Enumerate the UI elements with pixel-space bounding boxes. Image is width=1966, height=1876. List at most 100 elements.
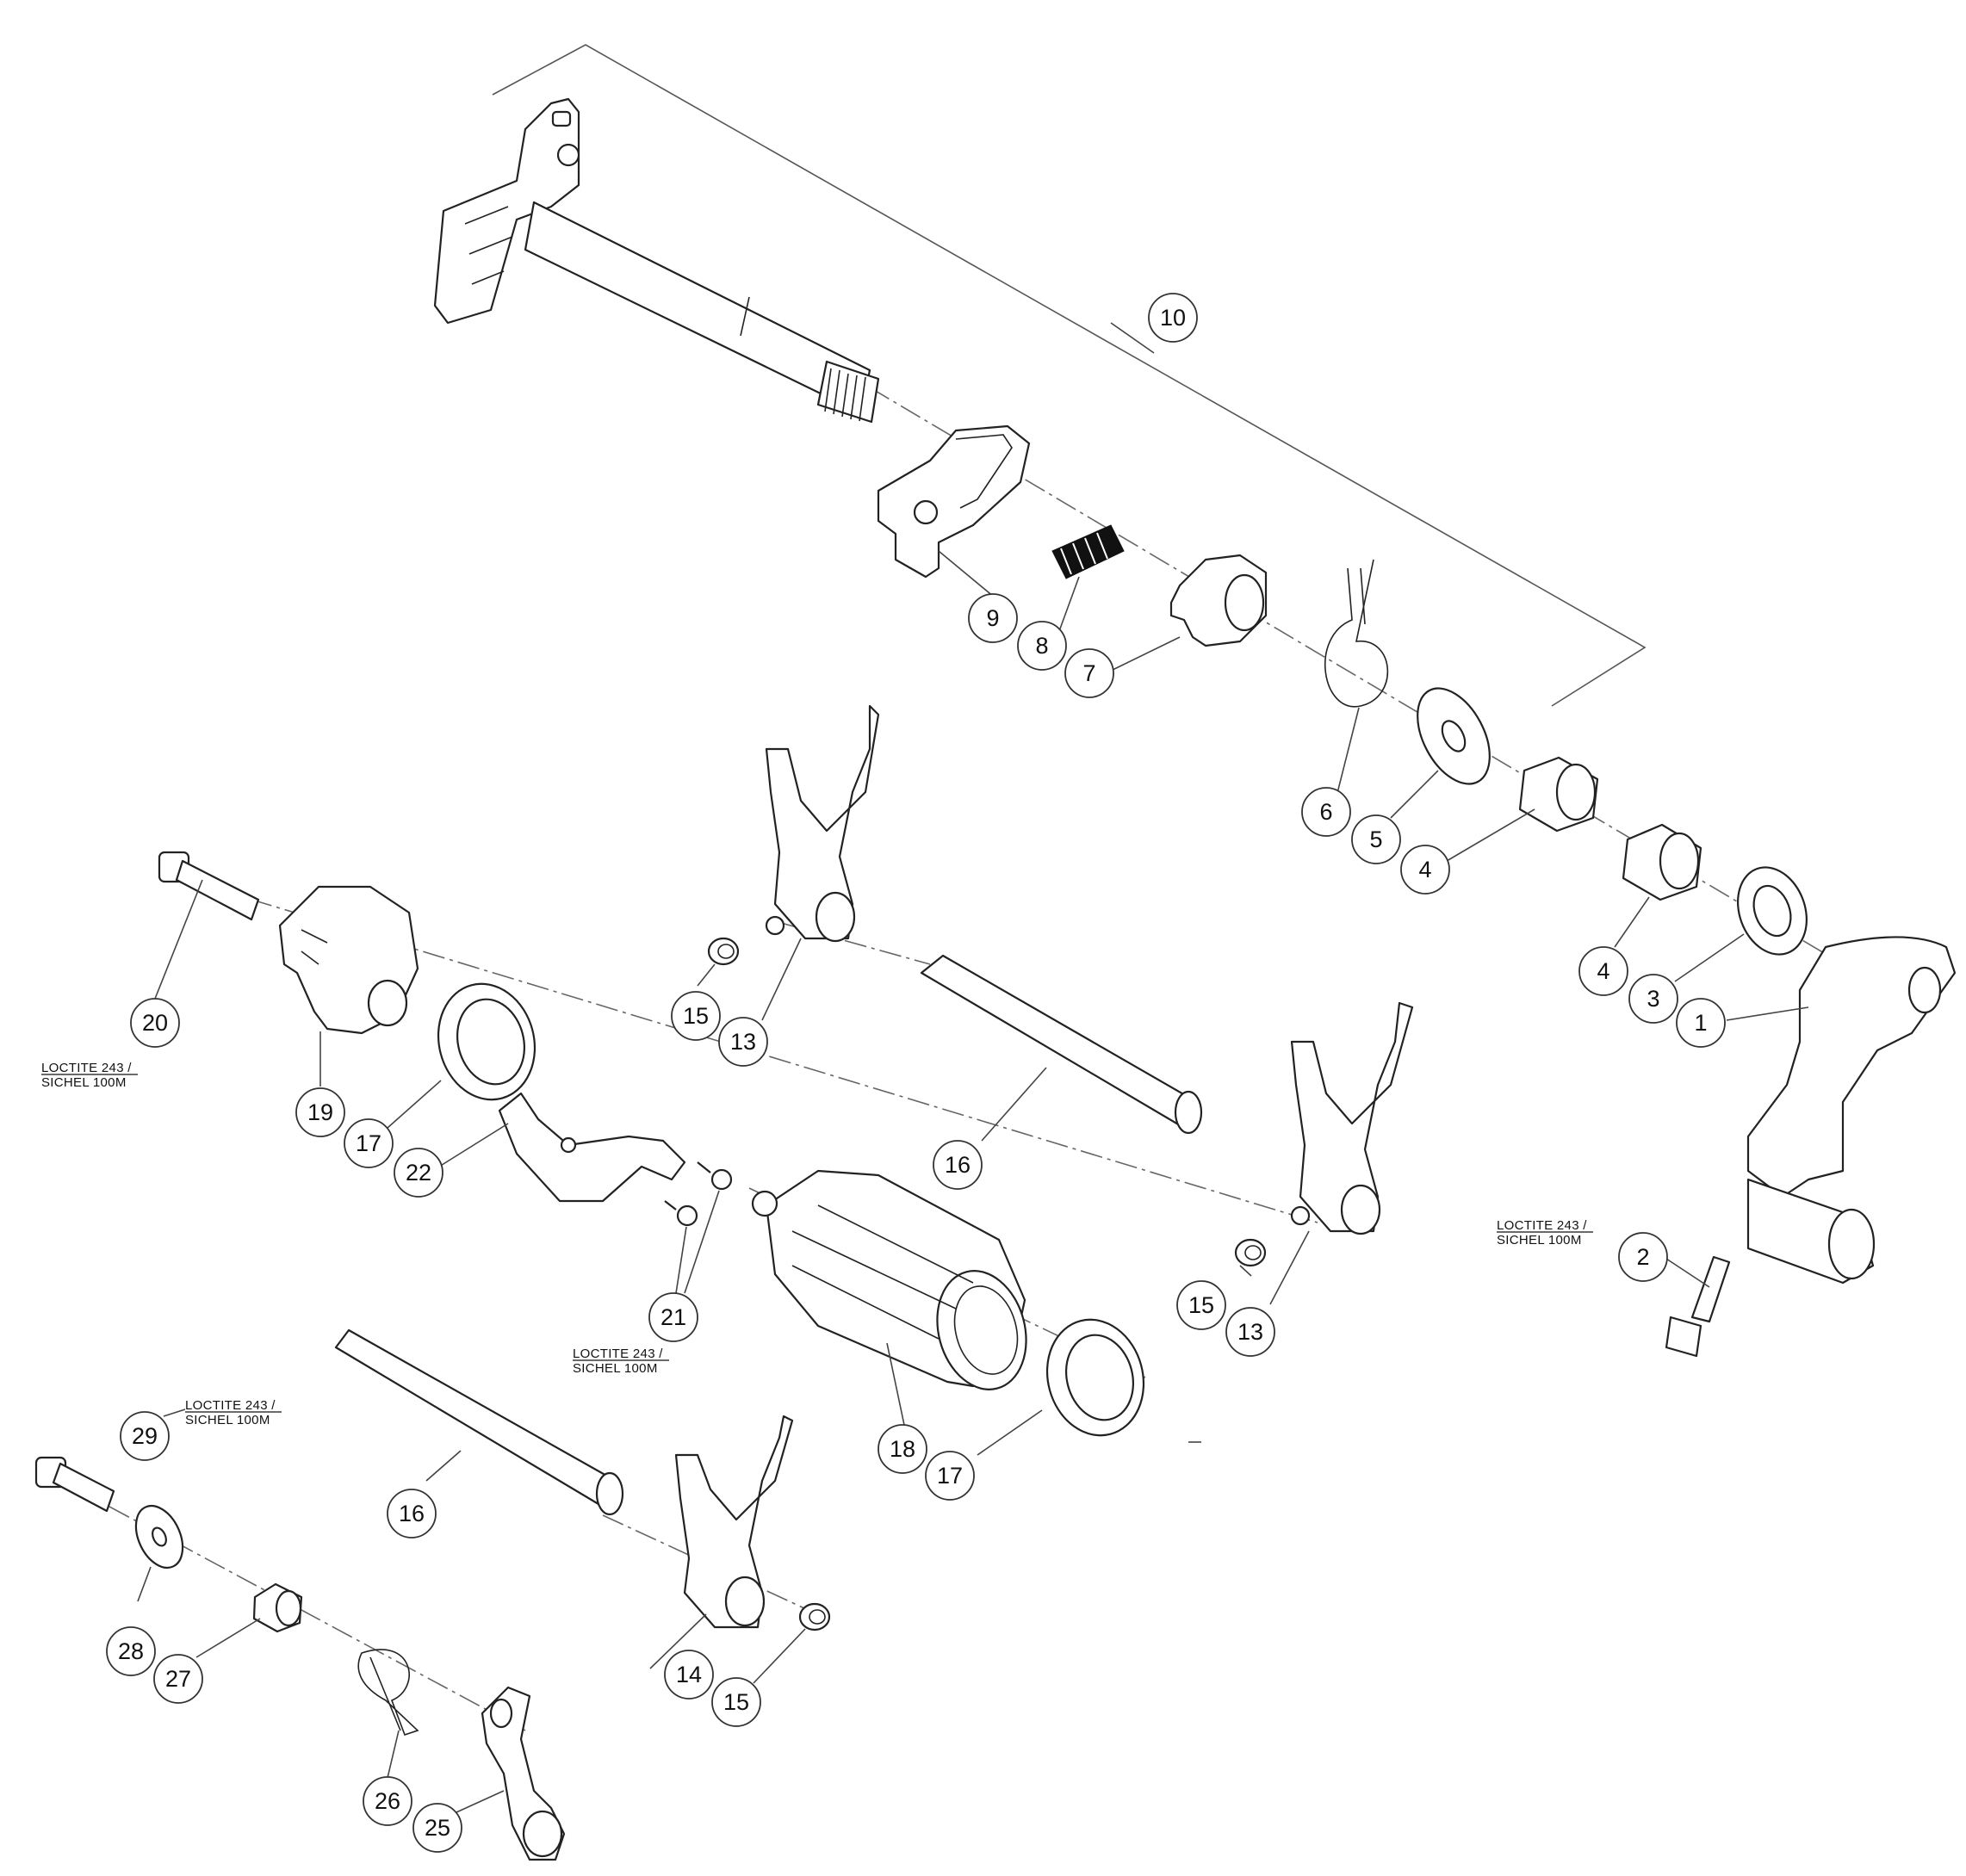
- callout-15-a: 15: [671, 991, 721, 1041]
- callout-13-b: 13: [1225, 1307, 1275, 1357]
- note-loctite-part-2: LOCTITE 243 / SICHEL 100M: [1497, 1218, 1593, 1248]
- callout-9: 9: [968, 593, 1018, 643]
- assembly-bracket: [492, 44, 1647, 707]
- callout-2: 2: [1618, 1232, 1668, 1282]
- svg-text:27: 27: [165, 1666, 191, 1692]
- svg-text:18: 18: [890, 1436, 915, 1462]
- svg-text:19: 19: [307, 1099, 333, 1125]
- svg-text:15: 15: [683, 1003, 709, 1029]
- callout-17-a: 17: [344, 1118, 394, 1168]
- svg-text:5: 5: [1369, 827, 1382, 852]
- note-loctite-part-20: LOCTITE 243 / SICHEL 100M: [41, 1061, 138, 1090]
- part-9-shift-plate: [877, 424, 1031, 579]
- part-17-bearing-upper: [437, 982, 536, 1101]
- callout-16-a: 16: [933, 1140, 983, 1190]
- part-4-bushing-upper: [1518, 756, 1599, 833]
- svg-text:LOCTITE 243 /: LOCTITE 243 /: [573, 1347, 663, 1361]
- callout-22: 22: [394, 1148, 443, 1198]
- callout-16-b: 16: [387, 1489, 437, 1539]
- svg-text:16: 16: [945, 1152, 971, 1178]
- svg-text:LOCTITE 243 /: LOCTITE 243 /: [1497, 1218, 1587, 1233]
- part-5-washer: [1417, 687, 1491, 785]
- part-7-collar: [1169, 554, 1268, 647]
- part-25-lever: [481, 1686, 566, 1861]
- callout-15-c: 15: [711, 1677, 761, 1727]
- svg-text:29: 29: [132, 1423, 158, 1449]
- callout-7: 7: [1064, 648, 1114, 698]
- callout-20: 20: [130, 998, 180, 1048]
- svg-text:14: 14: [676, 1662, 702, 1687]
- svg-text:17: 17: [937, 1463, 963, 1489]
- svg-text:SICHEL 100M: SICHEL 100M: [573, 1361, 658, 1376]
- part-28-washer: [134, 1504, 184, 1570]
- part-16-fork-rod-upper: [920, 954, 1203, 1135]
- svg-text:SICHEL 100M: SICHEL 100M: [41, 1075, 127, 1090]
- part-16-fork-rod-lower: [334, 1328, 624, 1516]
- callout-25: 25: [412, 1803, 462, 1853]
- part-22-locking-plate: [498, 1092, 686, 1203]
- callout-10: 10: [1148, 293, 1198, 343]
- svg-text:LOCTITE 243 /: LOCTITE 243 /: [185, 1398, 276, 1413]
- leader-lines: [137, 322, 1809, 1813]
- svg-text:9: 9: [986, 605, 999, 631]
- svg-text:25: 25: [425, 1815, 450, 1841]
- part-17-bearing-lower: [1045, 1318, 1145, 1437]
- callout-19: 19: [295, 1087, 345, 1137]
- part-10-shift-shaft: [433, 97, 880, 424]
- part-6-return-spring: [1324, 559, 1389, 708]
- svg-text:2: 2: [1636, 1244, 1649, 1270]
- svg-text:8: 8: [1035, 633, 1048, 659]
- part-2-bolt: [1665, 1255, 1731, 1358]
- callout-4-a: 4: [1400, 845, 1450, 895]
- svg-text:4: 4: [1597, 958, 1609, 984]
- svg-text:21: 21: [661, 1304, 686, 1330]
- part-21-screw-a: [697, 1161, 733, 1191]
- part-18-shift-drum: [751, 1169, 1027, 1390]
- svg-text:LOCTITE 243 /: LOCTITE 243 /: [41, 1061, 132, 1075]
- callout-26: 26: [363, 1776, 412, 1826]
- callout-15-b: 15: [1176, 1280, 1226, 1330]
- svg-text:16: 16: [399, 1501, 425, 1526]
- callout-21: 21: [648, 1292, 698, 1342]
- callout-29: 29: [120, 1411, 170, 1461]
- svg-text:7: 7: [1082, 660, 1095, 686]
- svg-text:3: 3: [1647, 986, 1659, 1012]
- part-21-screw-b: [664, 1200, 698, 1227]
- svg-text:1: 1: [1694, 1010, 1707, 1036]
- svg-text:20: 20: [142, 1010, 168, 1036]
- part-13-shift-fork-lower: [1290, 1001, 1414, 1235]
- callout-5: 5: [1351, 814, 1401, 864]
- note-loctite-part-21: LOCTITE 243 / SICHEL 100M: [573, 1347, 669, 1376]
- svg-text:4: 4: [1418, 857, 1431, 882]
- callout-13-a: 13: [718, 1017, 768, 1067]
- callout-18: 18: [878, 1424, 927, 1474]
- callout-17-b: 17: [925, 1451, 975, 1501]
- callout-27: 27: [153, 1654, 203, 1704]
- axis-fork-rod-upper: [774, 920, 931, 965]
- part-27-roller: [252, 1582, 303, 1633]
- part-26-spring: [357, 1649, 419, 1737]
- part-15-bush-b: [1234, 1238, 1267, 1267]
- callout-6: 6: [1301, 787, 1351, 837]
- part-8-spring: [1051, 524, 1125, 579]
- svg-text:28: 28: [118, 1638, 144, 1664]
- callout-4-b: 4: [1578, 946, 1628, 996]
- svg-text:22: 22: [406, 1160, 431, 1186]
- part-29-bolt: [34, 1456, 115, 1513]
- part-1-shift-lever: [1746, 936, 1957, 1285]
- svg-text:6: 6: [1319, 799, 1332, 825]
- callout-28: 28: [106, 1626, 156, 1676]
- svg-text:SICHEL 100M: SICHEL 100M: [185, 1413, 270, 1427]
- svg-text:15: 15: [1188, 1292, 1214, 1318]
- part-19-detent-star: [278, 885, 419, 1035]
- svg-text:26: 26: [375, 1788, 400, 1814]
- callout-3: 3: [1628, 974, 1678, 1024]
- part-13-shift-fork-upper: [765, 704, 880, 943]
- part-4-bushing-lower: [1622, 823, 1702, 901]
- svg-text:10: 10: [1160, 305, 1186, 331]
- svg-text:15: 15: [723, 1689, 749, 1715]
- svg-text:13: 13: [730, 1029, 756, 1055]
- callout-14: 14: [664, 1650, 714, 1700]
- svg-text:17: 17: [356, 1130, 381, 1156]
